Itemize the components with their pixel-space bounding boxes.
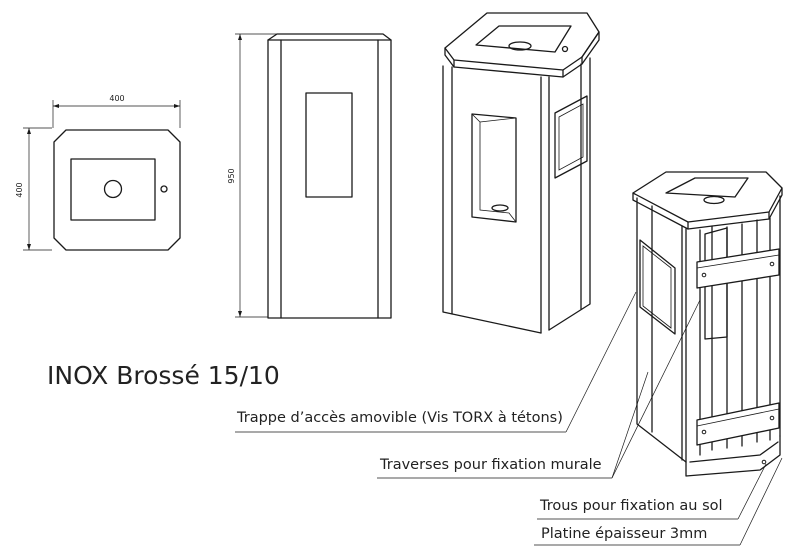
rear-iso-base-plate — [685, 435, 781, 477]
callout-base-plate: Platine épaisseur 3mm — [541, 526, 707, 542]
callout-leaders — [235, 291, 783, 546]
callout-access-hatch: Trappe d’accès amovible (Vis TORX à této… — [236, 410, 563, 426]
top-view-tap-hole-icon — [160, 185, 168, 193]
front-view-top-edge — [267, 33, 392, 41]
top-depth-label: 400 — [15, 182, 24, 197]
iso-tap-hole-icon — [561, 45, 569, 53]
callout-crossbars: Traverses pour fixation murale — [379, 457, 602, 473]
rear-iso-basin — [665, 177, 749, 198]
iso-drain-icon — [508, 41, 532, 51]
isometric-rear-view — [632, 171, 783, 477]
front-view-height-dimension: 950 — [227, 33, 280, 318]
top-view: 400 400 — [15, 94, 181, 251]
front-view-opening — [305, 92, 353, 198]
top-view-outline — [53, 129, 181, 251]
top-view-depth-dimension: 400 — [15, 127, 52, 251]
top-width-label: 400 — [109, 94, 124, 103]
front-view-body — [267, 39, 392, 319]
top-view-width-dimension: 400 — [52, 94, 181, 128]
callout-floor-holes: Trous pour fixation au sol — [539, 498, 723, 514]
height-label: 950 — [227, 168, 236, 183]
rear-iso-top-crossbar — [696, 248, 780, 289]
isometric-view — [442, 12, 600, 334]
top-view-drain-icon — [103, 179, 123, 199]
iso-basin — [475, 25, 572, 53]
top-view-basin — [70, 158, 156, 221]
front-view: 950 — [227, 33, 392, 319]
material-title: INOX Brossé 15/10 — [47, 361, 280, 390]
rear-iso-bottom-crossbar — [696, 402, 780, 446]
rear-iso-side-hatch — [639, 239, 676, 335]
iso-side-hatch — [554, 95, 588, 179]
